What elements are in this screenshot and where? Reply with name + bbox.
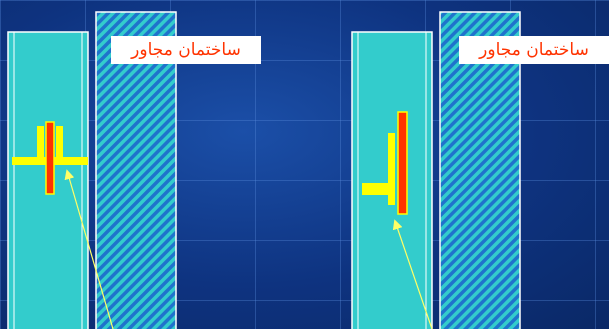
red-plate-2 <box>397 111 408 215</box>
leader-arrow-2 <box>392 219 433 329</box>
panel-2 <box>351 11 521 329</box>
adjacent-building-label-1: ساختمان مجاور <box>111 36 261 64</box>
red-plate-1 <box>45 121 55 195</box>
adjacent-building-label-2: ساختمان مجاور <box>459 36 609 64</box>
tee-member-2 <box>362 133 395 205</box>
leader-arrow-1 <box>64 169 114 329</box>
panel-1 <box>7 11 177 329</box>
adjacent-building-1 <box>95 11 177 329</box>
adjacent-building-2 <box>439 11 521 329</box>
